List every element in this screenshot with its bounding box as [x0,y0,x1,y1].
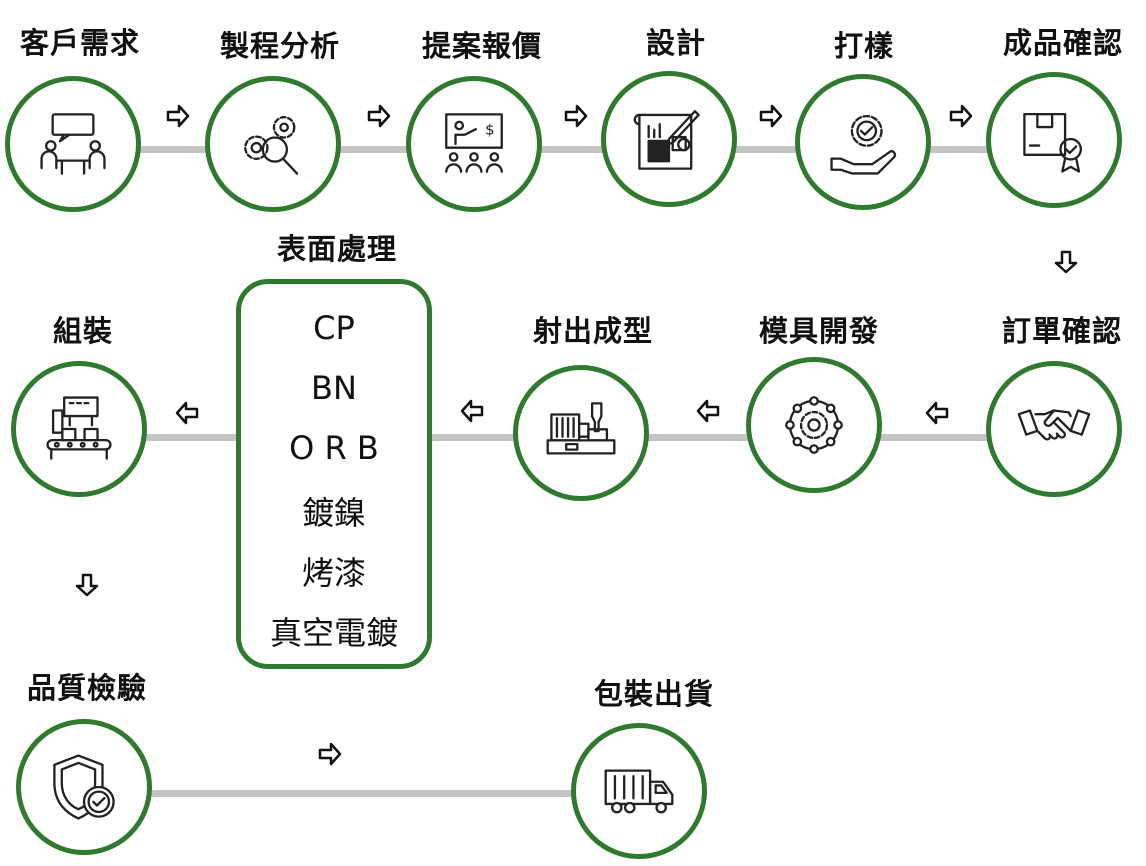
connector-row1 [75,146,1065,153]
label-mold-development: 模具開發 [758,314,880,348]
label-design: 設計 [645,26,707,60]
label-process-analysis: 製程分析 [219,29,341,63]
label-packing-shipping: 包裝出貨 [593,677,715,711]
arrow-right-icon [318,742,342,766]
gears-magnifier-icon [244,116,299,175]
shield-check-icon [53,754,115,820]
step-quality-inspection [16,719,152,855]
arrow-right-icon [759,104,783,128]
arrow-left-icon [460,399,484,423]
label-customer-requirements: 客戶需求 [19,26,141,60]
label-assembly: 組裝 [52,314,114,348]
label-order-confirmation: 訂單確認 [1001,314,1123,348]
meeting-icon [40,113,106,175]
box-badge-icon [1023,112,1082,173]
step-assembly [11,361,147,497]
treatment-item: BN [311,369,357,407]
treatment-item: 鍍鎳 [301,494,366,532]
step-sampling [795,74,931,210]
surface-treatment-box: CP BN O R B 鍍鎳 烤漆 真空電鍍 [236,279,432,669]
arrow-right-icon [367,104,391,128]
arrow-left-icon [175,401,199,425]
step-process-analysis [205,76,341,212]
connector-row3 [90,790,640,797]
arrow-down-icon [1054,250,1078,274]
conveyor-icon [46,396,112,460]
svg-text:$: $ [485,122,494,139]
label-quality-inspection: 品質檢驗 [26,671,148,705]
label-product-confirmation: 成品確認 [1002,26,1124,60]
step-injection-molding [513,365,649,501]
arrow-left-icon [925,401,949,425]
step-order-confirmation [986,361,1122,497]
treatment-item: 烤漆 [301,554,366,592]
step-customer-requirements [5,76,141,212]
step-product-confirmation [986,72,1122,208]
blueprint-icon [633,110,700,170]
treatment-item: 真空電鍍 [269,614,398,652]
label-sampling: 打樣 [833,29,895,63]
arrow-left-icon [696,399,720,423]
step-mold-development [746,357,882,493]
treatment-item: O R B [289,429,379,467]
label-injection-molding: 射出成型 [532,314,654,348]
arrow-down-icon [75,573,99,597]
arrow-right-icon [166,104,190,128]
injection-machine-icon [546,402,616,455]
gear-network-icon [785,396,843,454]
label-surface-treatment: 表面處理 [276,232,398,266]
hand-gear-icon [830,114,897,175]
truck-icon [604,769,674,814]
handshake-icon [1017,409,1091,441]
presentation-icon: $ [445,113,503,173]
label-proposal-quote: 提案報價 [421,29,543,63]
step-packing-shipping [571,723,707,859]
step-proposal-quote: $ [406,76,542,212]
arrow-right-icon [949,104,973,128]
treatment-item: CP [313,309,355,347]
step-design [601,71,737,207]
arrow-right-icon [564,104,588,128]
